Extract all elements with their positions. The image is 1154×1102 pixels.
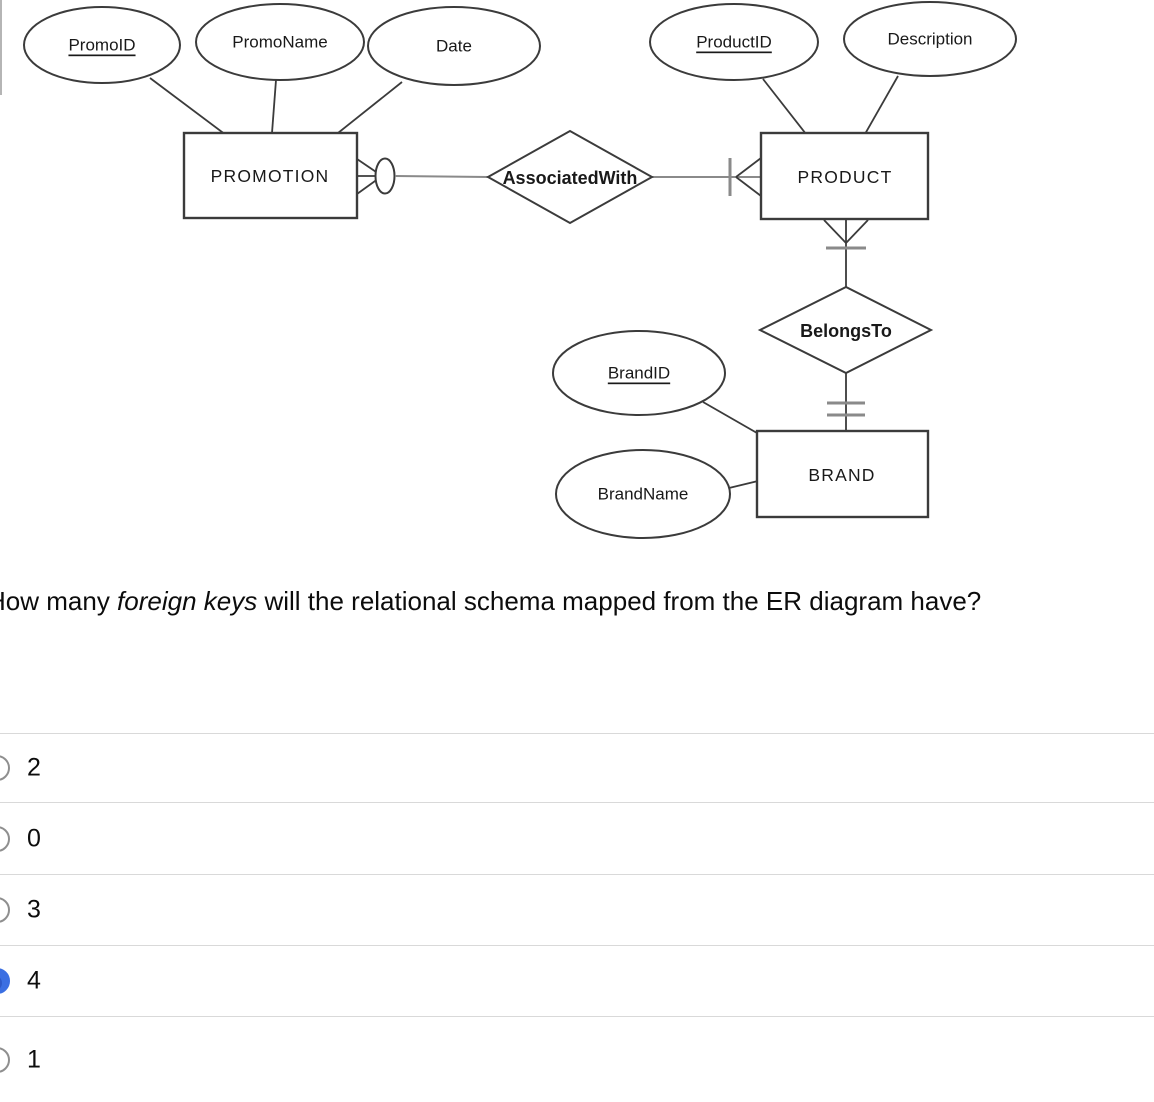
relationship-label: BelongsTo — [800, 321, 892, 341]
answer-option-label[interactable]: 3 — [27, 895, 41, 924]
answer-option-row[interactable]: 1 — [0, 1016, 1154, 1102]
zero-circle-symbol — [374, 157, 396, 195]
entity-brand: BRAND — [755, 429, 930, 519]
attribute-brandname: BrandName — [555, 449, 731, 539]
cardinality-promotion-side — [356, 157, 489, 195]
answer-options-list: 2 0 3 4 1 — [0, 733, 1154, 1102]
relationship-associatedwith: AssociatedWith — [485, 129, 655, 225]
entity-product: PRODUCT — [759, 131, 930, 221]
answer-option-row[interactable]: 0 — [0, 802, 1154, 874]
answer-option-label[interactable]: 2 — [27, 753, 41, 782]
answer-option-label[interactable]: 0 — [27, 824, 41, 852]
attribute-label: Description — [887, 30, 972, 49]
answer-option-row[interactable]: 3 — [0, 874, 1154, 945]
entity-label: PRODUCT — [798, 167, 893, 187]
attribute-label: PromoName — [232, 33, 327, 52]
radio-button[interactable] — [0, 755, 10, 781]
cardinality-product-side — [652, 157, 762, 197]
answer-option-row[interactable]: 2 — [0, 733, 1154, 802]
relationship-label: AssociatedWith — [503, 168, 638, 188]
question-suffix: will the relational schema mapped from t… — [257, 586, 982, 616]
question-emphasis: foreign keys — [117, 586, 258, 616]
radio-button-selected[interactable] — [0, 968, 10, 994]
attribute-label: BrandName — [598, 485, 689, 504]
answer-option-row[interactable]: 4 — [0, 945, 1154, 1016]
answer-option-label[interactable]: 4 — [27, 966, 41, 995]
radio-button[interactable] — [0, 1046, 10, 1073]
attribute-connectors — [149, 75, 899, 489]
radio-button[interactable] — [0, 897, 10, 923]
cardinality-product-belongsto — [823, 219, 869, 287]
attribute-label: BrandID — [608, 364, 670, 383]
attribute-productid: ProductID — [649, 3, 819, 81]
question-prefix: How many — [0, 586, 118, 616]
attribute-promoid: PromoID — [23, 6, 181, 84]
entity-promotion: PROMOTION — [182, 131, 359, 220]
relationship-belongsto: BelongsTo — [757, 285, 934, 375]
attribute-description: Description — [843, 1, 1017, 77]
cardinality-brand-side — [827, 373, 865, 431]
radio-button[interactable] — [0, 825, 10, 852]
attribute-label: Date — [436, 37, 472, 56]
attribute-brandid: BrandID — [552, 330, 726, 416]
attribute-label: ProductID — [696, 33, 772, 52]
attribute-label: PromoID — [68, 36, 135, 55]
attribute-date: Date — [367, 6, 541, 86]
entity-label: BRAND — [808, 465, 875, 485]
er-diagram-image: PromoID PromoName Date ProductID Descrip… — [0, 0, 1017, 539]
attribute-promoname: PromoName — [195, 3, 365, 81]
question-text: How many foreign keys will the relationa… — [0, 586, 1154, 617]
answer-option-label[interactable]: 1 — [27, 1045, 41, 1073]
entity-label: PROMOTION — [211, 166, 330, 186]
